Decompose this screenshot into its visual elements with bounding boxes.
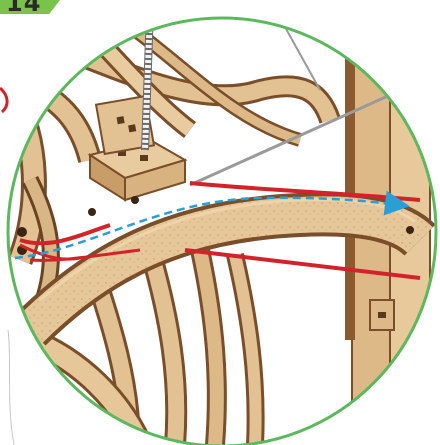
right-fitting [370, 300, 394, 330]
paper-edge [8, 330, 14, 445]
red-thread-outside [0, 88, 7, 112]
